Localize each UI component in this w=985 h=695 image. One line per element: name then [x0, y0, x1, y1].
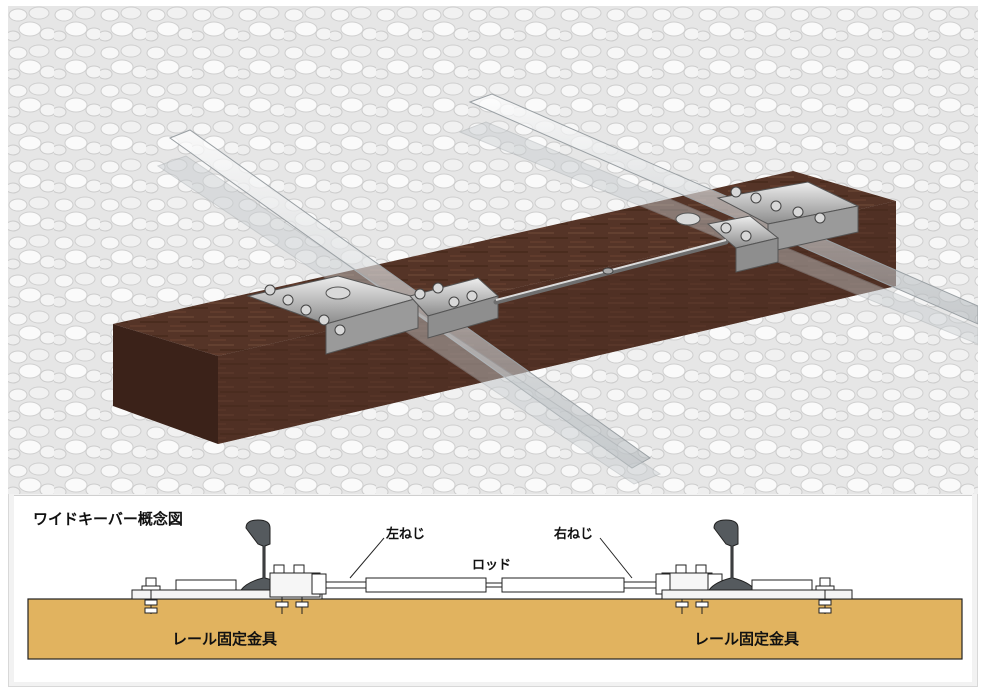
schematic-panel: ワイドキーバー概念図 — [14, 495, 972, 682]
leader-right-thread — [599, 537, 633, 579]
label-rail-fixture-left: レール固定金具 — [172, 630, 277, 648]
leader-left-thread — [349, 537, 385, 579]
anchor-bolt-right — [815, 577, 835, 614]
rail-section-left — [239, 519, 289, 591]
perspective-illustration — [8, 6, 978, 494]
label-right-thread: 右ねじ — [553, 526, 593, 542]
base-plate-right — [661, 579, 853, 600]
schematic-diagram: 左ねじ 右ねじ ロッド レール固定金具 レール固定金具 — [27, 519, 963, 660]
label-rod: ロッド — [472, 558, 511, 573]
sleeper-section — [27, 598, 963, 660]
label-rail-fixture-right: レール固定金具 — [694, 630, 799, 648]
rail-section-right — [707, 519, 757, 591]
rod-assembly — [326, 577, 662, 593]
bolt-group-left — [264, 282, 478, 336]
key-block-left — [269, 564, 327, 614]
connecting-rod — [493, 239, 729, 305]
bolt-group-right — [720, 186, 826, 242]
schematic-title: ワイドキーバー概念図 — [33, 510, 183, 528]
label-left-thread: 左ねじ — [386, 526, 425, 542]
rail-clamp-left — [246, 275, 500, 355]
anchor-bolt-left — [141, 577, 161, 614]
